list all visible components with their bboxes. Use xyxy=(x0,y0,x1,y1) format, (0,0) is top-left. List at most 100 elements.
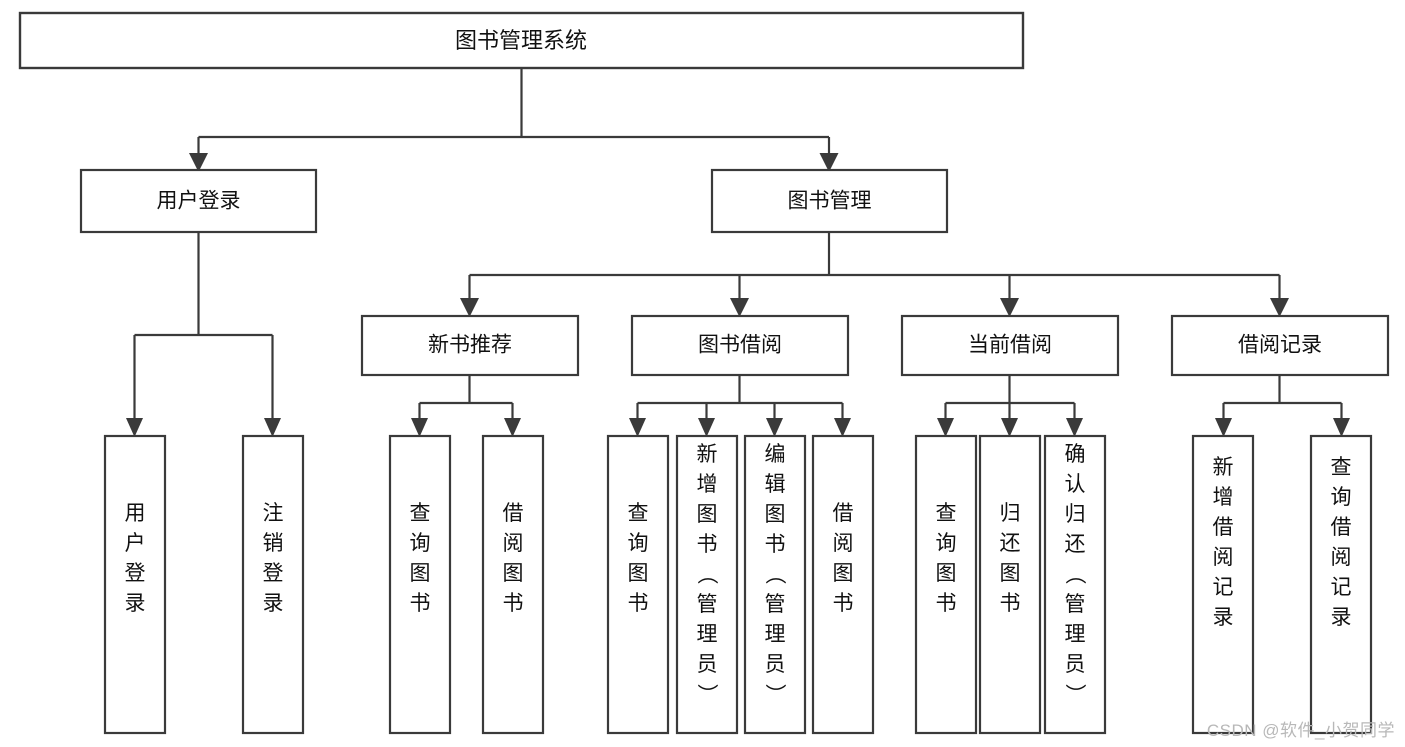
svg-text:编: 编 xyxy=(765,443,786,466)
svg-text:员: 员 xyxy=(1065,653,1086,676)
node-book-management[interactable]: 图书管理 xyxy=(710,168,949,234)
svg-text:图: 图 xyxy=(936,562,957,585)
svg-text:查: 查 xyxy=(628,502,649,525)
svg-text:书: 书 xyxy=(765,533,786,556)
node-new-book-recommend-label: 新书推荐 xyxy=(428,334,512,357)
svg-text:确: 确 xyxy=(1065,443,1086,466)
node-book-management-box[interactable] xyxy=(710,168,949,234)
node-user-login-box[interactable] xyxy=(79,168,318,234)
leaf-box-user-login-0[interactable] xyxy=(103,434,167,735)
svg-text:书: 书 xyxy=(936,592,957,615)
svg-text:询: 询 xyxy=(628,532,649,555)
svg-text:询: 询 xyxy=(410,532,431,555)
svg-text:辑: 辑 xyxy=(765,473,786,496)
svg-text:理: 理 xyxy=(765,623,786,646)
node-new-book-recommend[interactable]: 新书推荐 xyxy=(360,314,580,377)
svg-text:增: 增 xyxy=(697,473,718,496)
svg-text:询: 询 xyxy=(1331,486,1352,509)
node-current-borrow[interactable]: 当前借阅 xyxy=(900,314,1120,377)
svg-text:书: 书 xyxy=(503,592,524,615)
svg-text:书: 书 xyxy=(697,533,718,556)
arrowhead-userlogin-leaf-1 xyxy=(264,418,281,437)
leaf-box-new-book-0[interactable] xyxy=(388,434,452,735)
svg-text:图: 图 xyxy=(503,562,524,585)
svg-text:查: 查 xyxy=(936,502,957,525)
svg-text:书: 书 xyxy=(1000,592,1021,615)
svg-text:认: 认 xyxy=(1065,473,1086,496)
svg-text:管: 管 xyxy=(1065,593,1086,616)
arrowhead-l2-0 xyxy=(460,298,479,317)
node-book-management-label: 图书管理 xyxy=(788,190,872,213)
svg-text:（: （ xyxy=(763,564,786,585)
leaf-box-current-borrow-0[interactable] xyxy=(914,434,978,735)
leaf-box-current-borrow-2[interactable] xyxy=(1043,434,1107,735)
arrowhead-l2-2 xyxy=(1000,298,1019,317)
node-new-book-recommend-box[interactable] xyxy=(360,314,580,377)
arrowhead-borrowrecord-leaf-1 xyxy=(1333,418,1350,437)
arrowhead-to-book-mgmt xyxy=(819,153,839,172)
svg-text:图: 图 xyxy=(833,562,854,585)
svg-text:理: 理 xyxy=(1065,623,1086,646)
node-root[interactable]: 图书管理系统 xyxy=(18,11,1025,70)
svg-text:借: 借 xyxy=(1331,516,1352,539)
arrowhead-userlogin-leaf-0 xyxy=(126,418,143,437)
leaf-node[interactable]: 用户登录 xyxy=(103,434,167,735)
svg-text:（: （ xyxy=(695,564,718,585)
arrowhead-to-user-login xyxy=(189,153,208,172)
svg-text:查: 查 xyxy=(410,502,431,525)
svg-text:阅: 阅 xyxy=(1331,546,1352,569)
leaf-box-book-borrow-1[interactable] xyxy=(675,434,739,735)
svg-text:新: 新 xyxy=(1213,456,1234,479)
svg-text:还: 还 xyxy=(1065,533,1086,556)
svg-text:登: 登 xyxy=(263,562,284,585)
leaf-box-new-book-1[interactable] xyxy=(481,434,545,735)
leaf-box-book-borrow-0[interactable] xyxy=(606,434,670,735)
node-root-box[interactable] xyxy=(18,11,1025,70)
leaf-box-user-login-1[interactable] xyxy=(241,434,305,735)
node-current-borrow-box[interactable] xyxy=(900,314,1120,377)
leaf-box-book-borrow-3[interactable] xyxy=(811,434,875,735)
node-book-borrow[interactable]: 图书借阅 xyxy=(630,314,850,377)
svg-text:图: 图 xyxy=(697,503,718,526)
leaf-box-borrow-records-1[interactable] xyxy=(1309,434,1373,735)
arrowhead-currentborrow-leaf-1 xyxy=(1001,418,1018,437)
leaf-box-borrow-records-0[interactable] xyxy=(1191,434,1255,735)
leaf-box-current-borrow-1[interactable] xyxy=(978,434,1042,735)
node-borrow-records-label: 借阅记录 xyxy=(1238,334,1322,357)
svg-text:增: 增 xyxy=(1213,486,1234,509)
svg-text:查: 查 xyxy=(1331,456,1352,479)
node-root-label: 图书管理系统 xyxy=(455,28,587,53)
arrowheads xyxy=(126,153,1350,437)
node-borrow-records[interactable]: 借阅记录 xyxy=(1170,314,1390,377)
node-borrow-records-box[interactable] xyxy=(1170,314,1390,377)
svg-text:（: （ xyxy=(1063,564,1086,585)
arrowhead-bookborrow-leaf-2 xyxy=(766,418,783,437)
svg-text:新: 新 xyxy=(697,443,718,466)
svg-text:录: 录 xyxy=(1213,606,1234,629)
svg-text:）: ） xyxy=(763,684,786,705)
node-user-login[interactable]: 用户登录 xyxy=(79,168,318,234)
svg-text:还: 还 xyxy=(1000,532,1021,555)
arrowhead-l2-3 xyxy=(1270,298,1289,317)
leaf-box-book-borrow-2[interactable] xyxy=(743,434,807,735)
node-book-borrow-box[interactable] xyxy=(630,314,850,377)
svg-text:归: 归 xyxy=(1000,502,1021,525)
